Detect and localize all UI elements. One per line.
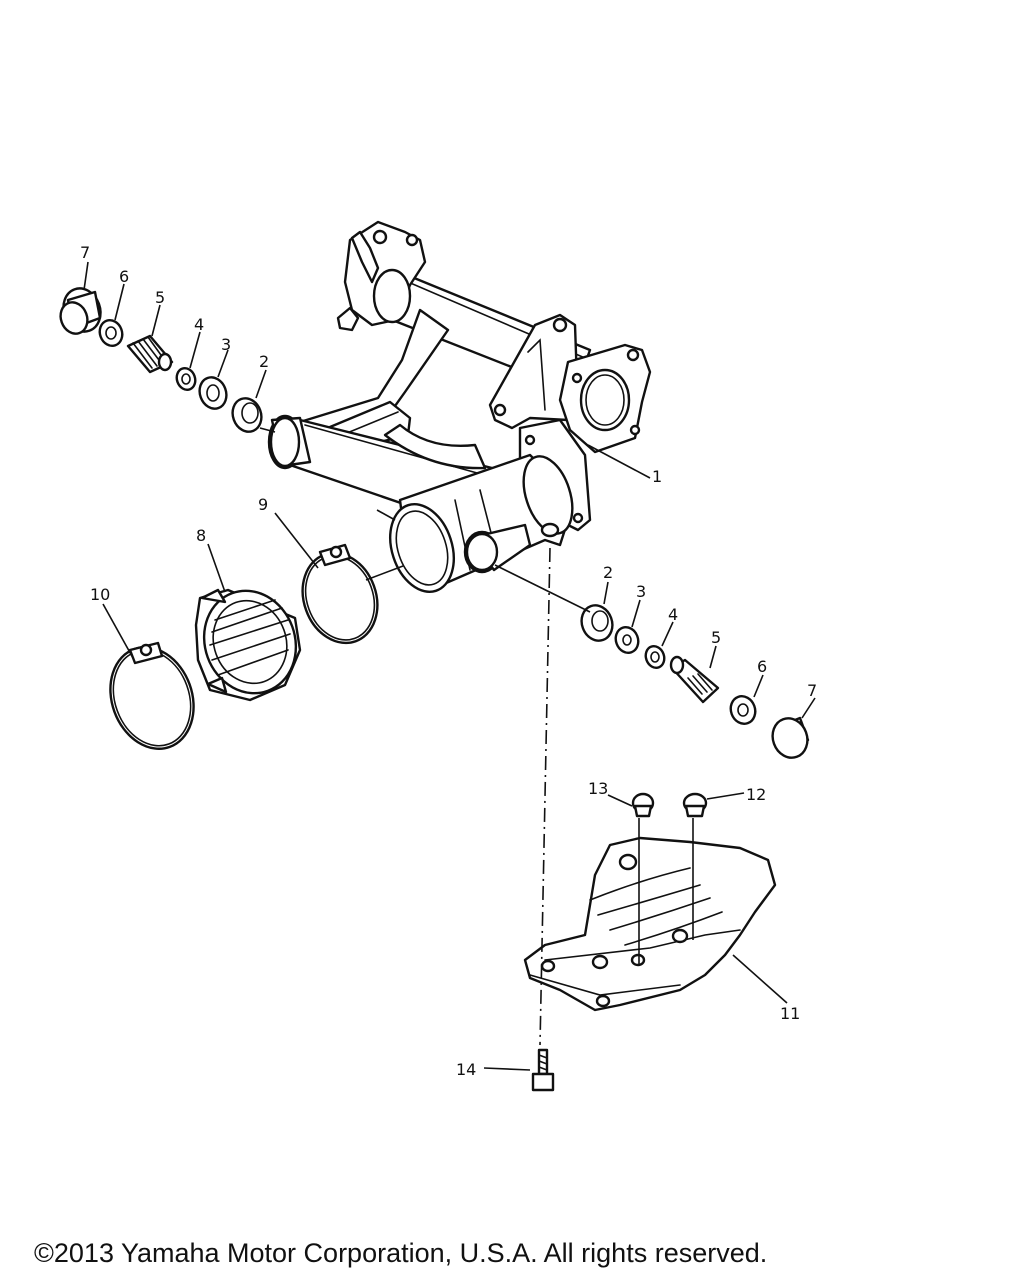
locknut-upper (98, 319, 124, 347)
callout-6-lower: 6 (757, 657, 767, 676)
callout-3-upper: 3 (221, 335, 231, 354)
pivot-cap-upper (59, 287, 102, 335)
callout-11: 11 (780, 1004, 800, 1023)
callout-7-upper: 7 (80, 243, 90, 262)
callout-12: 12 (746, 785, 766, 804)
callout-1: 1 (652, 467, 662, 486)
callout-2-upper: 2 (259, 352, 269, 371)
bearing-lower (580, 604, 614, 642)
collar-upper (175, 367, 197, 391)
locknut-lower (729, 695, 757, 725)
bolt-14 (531, 1048, 555, 1092)
leader-lines (83, 261, 816, 1071)
bearing-upper (231, 397, 263, 433)
oil-seal-upper (198, 376, 228, 410)
plug-13 (631, 792, 655, 818)
collar-lower (644, 645, 666, 669)
swingarm (267, 220, 652, 593)
callout-3-lower: 3 (636, 582, 646, 601)
band-small (301, 543, 379, 645)
callout-13: 13 (588, 779, 608, 798)
oil-seal-lower (614, 626, 640, 654)
callouts: 7 6 5 4 3 2 1 9 8 10 2 3 4 5 6 7 13 12 1… (80, 243, 817, 1079)
copyright-notice: ©2013 Yamaha Motor Corporation, U.S.A. A… (34, 1238, 768, 1268)
plug-12 (682, 792, 708, 818)
callout-5-lower: 5 (711, 628, 721, 647)
callout-6-upper: 6 (119, 267, 129, 286)
band-large (109, 641, 195, 750)
callout-10: 10 (90, 585, 110, 604)
pivot-cap-lower (771, 716, 810, 759)
callout-7-lower: 7 (807, 681, 817, 700)
callout-2-lower: 2 (603, 563, 613, 582)
callout-4-upper: 4 (194, 315, 204, 334)
rubber-boot (194, 588, 302, 702)
pivot-shaft-upper (126, 334, 174, 374)
callout-14: 14 (456, 1060, 476, 1079)
callout-4-lower: 4 (668, 605, 678, 624)
callout-9: 9 (258, 495, 268, 514)
pivot-shaft-lower (669, 655, 720, 704)
callout-5-upper: 5 (155, 288, 165, 307)
callout-8: 8 (196, 526, 206, 545)
protector-cover (523, 836, 777, 1012)
